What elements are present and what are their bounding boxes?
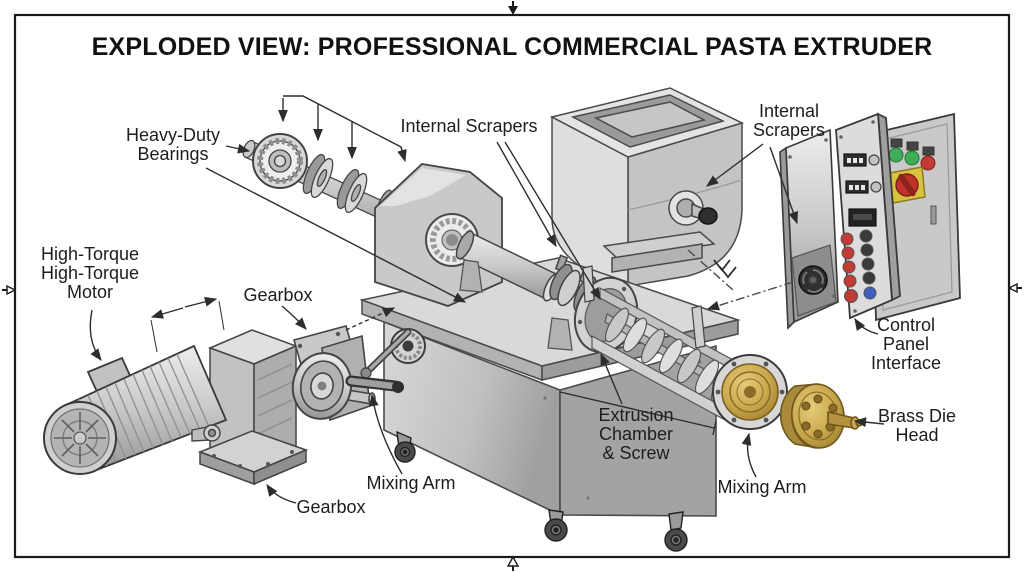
gearbox-flange-unit bbox=[291, 325, 376, 422]
paddle-pin bbox=[582, 265, 595, 303]
gearbox-output-shaft bbox=[191, 424, 221, 442]
side-panel bbox=[779, 128, 839, 330]
indicator-lights bbox=[888, 138, 936, 171]
main-housing bbox=[374, 163, 503, 307]
digital-display bbox=[845, 180, 882, 194]
label-gearbox-upper: Gearbox bbox=[243, 285, 313, 305]
extrusion-leader-b bbox=[559, 391, 717, 436]
motor bbox=[43, 344, 228, 475]
die-end-flange bbox=[712, 354, 788, 430]
centerline-dashdot-2 bbox=[687, 249, 734, 291]
caster-wheel bbox=[664, 511, 688, 552]
fan-vent bbox=[791, 244, 837, 317]
mixing-arm-crank bbox=[345, 328, 412, 393]
gearbox-upper-leader bbox=[281, 305, 307, 330]
control-panel bbox=[835, 112, 901, 320]
brass-die-leader bbox=[853, 417, 885, 428]
label-internal-scrapers-center: Internal Scrapers bbox=[400, 116, 538, 136]
digital-display-wide bbox=[848, 208, 877, 227]
label-internal-scrapers-right: Internal Scrapers bbox=[752, 101, 826, 140]
label-mixing-arm-left: Mixing Arm bbox=[366, 473, 456, 493]
registration-mark-right bbox=[1007, 282, 1022, 294]
motor-gearbox-block bbox=[197, 329, 309, 486]
panel-buttons bbox=[840, 229, 877, 303]
caster-wheels bbox=[394, 430, 688, 552]
brass-die-head bbox=[779, 383, 863, 449]
hopper-base bbox=[602, 231, 716, 273]
registration-mark-bottom bbox=[506, 555, 520, 571]
break-symbol bbox=[713, 259, 737, 279]
dimension-arrow bbox=[150, 297, 225, 353]
centerline-dashdot-1 bbox=[706, 281, 794, 311]
motor-fan-cover bbox=[43, 401, 117, 475]
digital-display bbox=[843, 153, 880, 167]
internal-scrapers-center-leader-1 bbox=[496, 141, 557, 248]
label-heavy-duty-bearings: Heavy-Duty Bearings bbox=[125, 125, 221, 164]
main-disconnect-switch bbox=[889, 166, 926, 204]
label-control-panel-interface: Control Panel Interface bbox=[870, 315, 942, 373]
door-handle bbox=[930, 205, 937, 225]
registration-mark-top bbox=[508, 1, 518, 15]
caster-wheel bbox=[394, 430, 416, 463]
registration-mark-left bbox=[2, 284, 17, 296]
diagram-title: EXPLODED VIEW: PROFESSIONAL COMMERCIAL P… bbox=[91, 33, 933, 61]
heavy-duty-bearings-leader bbox=[225, 143, 251, 154]
control-panel-leader bbox=[854, 317, 879, 335]
label-extrusion-chamber-screw: Extrusion Chamber & Screw bbox=[598, 405, 674, 463]
paddle-pin bbox=[691, 305, 706, 349]
label-mixing-arm-right: Mixing Arm bbox=[717, 477, 807, 497]
label-brass-die-head: Brass Die Head bbox=[877, 406, 957, 445]
label-high-torque-motor: High-Torque High-Torque Motor bbox=[40, 244, 140, 302]
motor-leader bbox=[89, 309, 102, 361]
shaft-collar bbox=[336, 168, 368, 214]
label-gearbox-lower: Gearbox bbox=[296, 497, 366, 517]
shaft-collar bbox=[302, 153, 334, 199]
caster-wheel bbox=[544, 509, 568, 542]
gearbox-lower-leader bbox=[266, 483, 297, 504]
callout-leaders bbox=[89, 95, 885, 504]
bearings-bracket-line bbox=[283, 95, 407, 163]
internal-scrapers-center-leader-2 bbox=[504, 141, 601, 301]
extrusion-leader-a bbox=[600, 352, 623, 405]
hopper-shaft-port bbox=[668, 190, 718, 226]
shaft-support bbox=[459, 259, 573, 351]
mixing-arm-right-leader bbox=[741, 432, 757, 478]
hopper bbox=[549, 87, 745, 287]
heavy-duty-bearings-leader-long bbox=[205, 167, 467, 303]
mixing-arm-left-leader bbox=[368, 393, 403, 475]
alignment-arrow-dashed bbox=[345, 307, 396, 331]
heavy-duty-bearing-ring bbox=[252, 133, 308, 189]
internal-scrapers-right-leader-2 bbox=[769, 146, 798, 225]
internal-scrapers-right-leader-1 bbox=[706, 143, 764, 187]
